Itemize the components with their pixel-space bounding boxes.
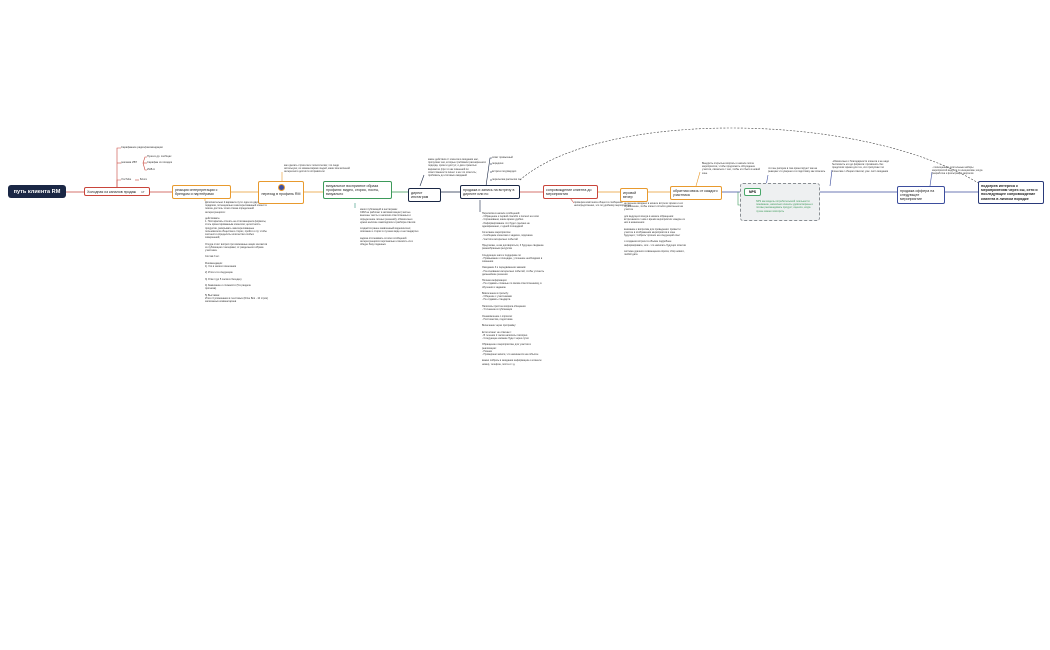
stage-next-offer[interactable]: продажа оффера на следующее мероприятие [897,186,945,205]
stage-label: игровой вечер [623,190,637,199]
stage-instagram-direct[interactable]: директ инстаграм [408,188,441,202]
s5-list-item[interactable]: встречи подтвердил [492,170,517,173]
note-s9-top: Внедрить открытые вопросы о начале после… [702,162,761,175]
ibt-child-push[interactable]: Пуша в др. сообщах [147,155,172,158]
branch-line [142,156,147,164]
ibt-child-inba[interactable]: ИНБ.А [147,168,155,171]
note-s4-body: много публикаций в инстаграме: CRM не ра… [360,208,419,247]
stage-label: Холодная из каналов продаж [87,189,137,194]
stage-game-evening[interactable]: игровой вечер [620,188,648,202]
nps-badge[interactable]: NPS [744,188,761,196]
stage-label: директ инстаграм [411,190,429,199]
count-badge: 17 [141,189,145,194]
note-s6-body: Переписка в начале сообщений: - Обращени… [482,212,544,366]
stage-label: визуальное восприятие образа профиля: ви… [326,183,380,197]
stage-profile-transition[interactable]: переход в профиль RM [258,181,304,204]
branch-line [142,162,147,171]
stage-label: сопровождение клиента до мероприятия [546,187,592,196]
branch-line [116,147,121,192]
note-s9-top2: что мы рискуем в 'как ориентируют' как н… [768,167,826,174]
branch-line [829,169,833,187]
stage-sales-booking[interactable]: продажа и запись на встречу в директе ил… [460,185,520,199]
note-s3-body: Дополнительно 2 варианта пути: один из д… [205,201,268,304]
note-s2-top: как сделать стратегии к посетителям; что… [284,164,350,174]
channel-word-of-mouth[interactable]: Сарафанное радио/рекомендации [121,146,163,149]
branch-line [419,174,425,187]
note-s11-top: - полноценные длительные наборы мероприя… [932,166,983,176]
stage-visual-perception[interactable]: визуальное восприятие образа профиля: ви… [323,181,392,200]
stage-feedback[interactable]: обратная связь от каждого участника [670,186,722,200]
branch-line [569,197,575,204]
stage-label: подогрев интереса к мероприятиям через с… [981,183,1038,201]
stage-brand-interaction[interactable]: реакция интерпретации с брендом и партнё… [172,185,231,199]
note-nps-body: NPS как модель потребительской лояльност… [756,200,813,213]
note-s8-body: не меньше вводных в начале встречи: врем… [624,202,686,257]
stage-cold-channels[interactable]: Холодная из каналов продаж 17 [84,187,150,197]
branch-line [485,157,492,187]
branch-line [695,171,701,187]
target-icon [277,183,285,191]
s5-list-item[interactable]: передачи [492,162,504,165]
channel-youtube[interactable]: YouTube [121,178,132,181]
ibt-child-sarafan[interactable]: Сарафан из посадок [147,161,172,164]
channel-ibt-ads[interactable]: реклама ИБТ [121,161,137,164]
stage-client-support[interactable]: сопровождение клиента до мероприятия [543,185,598,199]
branch-line [929,171,933,187]
note-s5-top: какие действия от клиента в ожидании нас… [428,158,486,178]
stage-interest-warmup[interactable]: подогрев интереса к мероприятиям через с… [978,181,1044,204]
stage-label: обратная связь от каждого участника [673,188,718,197]
stage-label: переход в профиль RM [261,191,301,196]
note-s10-top: -обязательно с благодарности клиента и н… [832,160,890,173]
return-arc [519,127,981,185]
stage-label: реакция интерпретации с брендом и партнё… [175,187,218,196]
s5-list-item[interactable]: пересылка рассылки по [492,178,521,181]
youtube-child-blogs[interactable]: Блоги [140,178,148,181]
note-s7-top: проверка комплекса общего в сообщении не… [574,201,632,208]
stage-label: продажа и запись на встречу в директе ил… [463,187,515,196]
stage-label: продажа оффера на следующее мероприятие [900,188,935,202]
s5-list-item[interactable]: ответ привычный [492,156,513,159]
root-node[interactable]: путь клиента RM [8,185,66,198]
